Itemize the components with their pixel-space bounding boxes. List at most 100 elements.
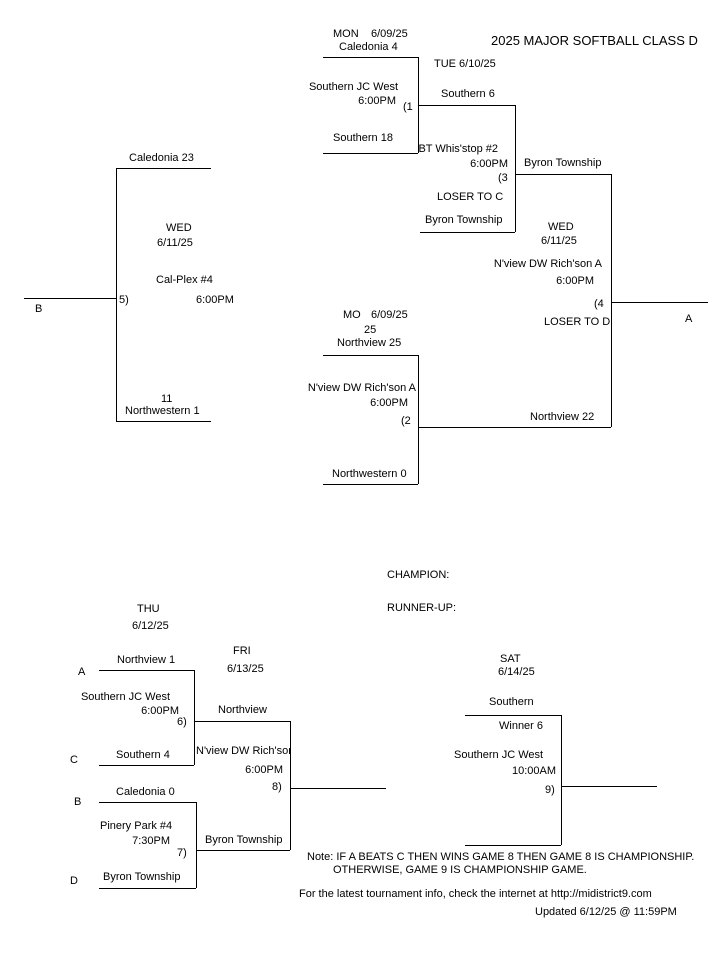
note-line-1: Note: IF A BEATS C THEN WINS GAME 8 THEN… xyxy=(307,851,695,863)
game3-team-top: Southern 6 xyxy=(441,88,495,100)
game1-bottom-line xyxy=(323,153,418,154)
game4-team-top: Byron Township xyxy=(524,157,602,169)
game2-number: (2 xyxy=(401,415,411,427)
game7-team-top: Caledonia 0 xyxy=(116,786,175,798)
game5-number: 5) xyxy=(119,294,129,306)
game5-day: WED xyxy=(166,222,192,234)
game6-out-line xyxy=(194,721,290,722)
game6-team-top: Northview 1 xyxy=(117,654,176,666)
game4-out-line xyxy=(611,302,708,303)
game7-number: 7) xyxy=(177,847,187,859)
game4-loser-note: LOSER TO D xyxy=(544,316,611,328)
game9-winner-note: Winner 6 xyxy=(499,720,544,732)
game7-bottom-line xyxy=(99,888,196,889)
game8-date: 6/13/25 xyxy=(227,663,264,675)
game8-bracket-line xyxy=(290,721,291,850)
game4-date: 6/11/25 xyxy=(541,235,577,247)
game9-number: 9) xyxy=(545,784,555,796)
game6-date: 6/12/25 xyxy=(132,620,169,632)
game5-bottom-line xyxy=(116,421,211,422)
game6-slot-top: A xyxy=(78,666,86,678)
page-title: 2025 MAJOR SOFTBALL CLASS D xyxy=(491,33,698,48)
game2-out-line xyxy=(418,427,611,428)
game2-time: 6:00PM xyxy=(370,397,408,409)
game4-day: WED xyxy=(548,221,574,233)
game5-team-top: Caledonia 23 xyxy=(129,152,194,164)
game3-number: (3 xyxy=(498,172,508,184)
game6-bracket-line xyxy=(194,670,195,765)
game3-day-date: TUE 6/10/25 xyxy=(434,58,496,70)
game9-team-top: Southern xyxy=(489,696,534,708)
game9-day: SAT xyxy=(500,653,521,665)
updated-line: Updated 6/12/25 @ 11:59PM xyxy=(535,906,677,918)
game7-slot-top: B xyxy=(74,796,82,808)
game6-slot-bottom: C xyxy=(70,754,78,766)
game1-team-bottom: Southern 18 xyxy=(333,132,393,144)
game6-day: THU xyxy=(137,603,160,615)
game3-time: 6:00PM xyxy=(470,158,508,170)
game4-team-bottom: Northview 22 xyxy=(530,411,595,423)
game2-date: 6/09/25 xyxy=(371,309,408,321)
game2-bottom-line xyxy=(323,484,418,485)
game9-out-line xyxy=(561,786,657,787)
game8-time: 6:00PM xyxy=(245,764,283,776)
game7-team-bottom: Byron Township xyxy=(103,871,181,883)
game4-loser-mark: A xyxy=(685,313,693,325)
game5-loser-mark: B xyxy=(35,303,43,315)
game3-out-line xyxy=(515,174,611,175)
game1-date: 6/09/25 xyxy=(371,28,408,40)
game3-venue: BT Whis'stop #2 xyxy=(418,143,498,155)
game2-day: MO xyxy=(343,309,361,321)
game9-bottom-line xyxy=(465,845,561,846)
game4-bracket-line xyxy=(611,174,612,427)
game1-out-line xyxy=(418,105,515,106)
game2-team-bottom: Northwestern 0 xyxy=(332,468,407,480)
game1-day: MON xyxy=(333,28,359,40)
game8-venue: N'view DW Rich'son xyxy=(196,745,290,757)
game5-bracket-line xyxy=(116,168,117,421)
game1-top-line xyxy=(323,57,418,58)
champion-label: CHAMPION: xyxy=(387,569,450,581)
game9-venue: Southern JC West xyxy=(454,749,544,761)
game6-venue: Southern JC West xyxy=(80,691,170,703)
game3-loser-note: LOSER TO C xyxy=(437,191,504,203)
game5-score-bottom: 11 xyxy=(161,393,173,405)
game9-time: 10:00AM xyxy=(511,765,556,777)
game7-time: 7:30PM xyxy=(132,835,170,847)
game2-venue: N'view DW Rich'son A xyxy=(307,382,416,394)
game8-number: 8) xyxy=(272,781,282,793)
game7-top-line xyxy=(99,802,196,803)
game2-note: 25 xyxy=(364,324,377,336)
game3-team-bottom: Byron Township xyxy=(425,214,503,226)
game1-venue: Southern JC West xyxy=(308,81,398,93)
game9-date: 6/14/25 xyxy=(498,666,535,678)
game4-number: (4 xyxy=(594,298,604,310)
game3-bottom-line xyxy=(420,232,515,233)
game7-slot-bottom: D xyxy=(70,875,78,887)
game9-top-line xyxy=(465,715,561,716)
game1-team-top: Caledonia 4 xyxy=(339,41,398,53)
game9-bracket-line xyxy=(561,715,562,845)
game1-time: 6:00PM xyxy=(358,95,396,107)
game2-top-line xyxy=(323,355,418,356)
runner-up-label: RUNNER-UP: xyxy=(387,602,457,614)
game5-team-bottom: Northwestern 1 xyxy=(125,405,200,417)
game2-bracket-line xyxy=(418,355,419,484)
game4-time: 6:00PM xyxy=(556,275,594,287)
note-line-2: OTHERWISE, GAME 9 IS CHAMPIONSHIP GAME. xyxy=(333,864,587,876)
game7-out-line xyxy=(196,850,290,851)
game8-out-line xyxy=(290,788,386,789)
game6-number: 6) xyxy=(177,716,187,728)
game5-time: 6:00PM xyxy=(196,294,234,306)
game3-bracket-line xyxy=(515,105,516,232)
game6-time: 6:00PM xyxy=(141,705,179,717)
game7-bracket-line xyxy=(196,802,197,888)
game5-venue: Cal-Plex #4 xyxy=(156,274,213,286)
game4-venue: N'view DW Rich'son A xyxy=(493,258,602,270)
game5-out-line xyxy=(24,298,116,299)
game5-top-line xyxy=(116,168,211,169)
game2-team-top: Northview 25 xyxy=(337,337,402,349)
game1-number: (1 xyxy=(403,101,413,113)
game8-team-bottom: Byron Township xyxy=(205,834,283,846)
info-line: For the latest tournament info, check th… xyxy=(299,888,652,900)
